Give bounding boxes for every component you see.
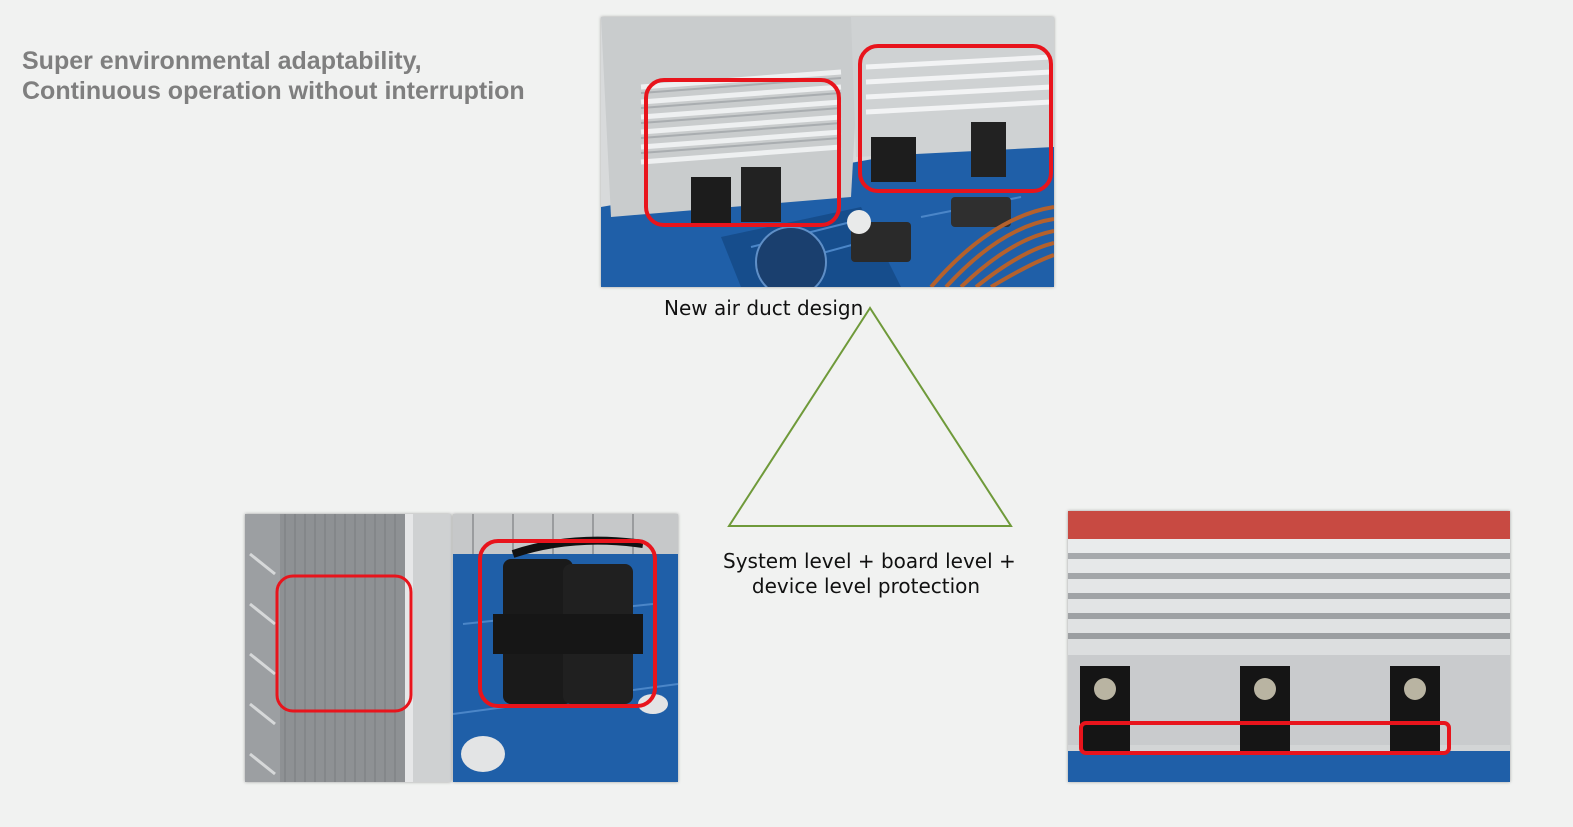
protection-caption-line-2: device level protection bbox=[751, 574, 981, 598]
heatsink-device-photo bbox=[1068, 511, 1510, 782]
air-duct-caption: New air duct design bbox=[664, 296, 864, 320]
protection-caption-line-1: System level + board level + bbox=[723, 549, 1016, 573]
protection-caption: System level + board level + device leve… bbox=[723, 549, 1016, 599]
filter-panel-photo bbox=[245, 514, 451, 782]
triangle-diagram bbox=[727, 306, 1013, 527]
air-duct-photo bbox=[601, 17, 1054, 287]
page-heading: Super environmental adaptability, Contin… bbox=[22, 46, 525, 106]
heading-line-1: Super environmental adaptability, bbox=[22, 47, 422, 75]
heading-line-2: Continuous operation without interruptio… bbox=[22, 77, 525, 105]
sensor-photo bbox=[453, 514, 678, 782]
